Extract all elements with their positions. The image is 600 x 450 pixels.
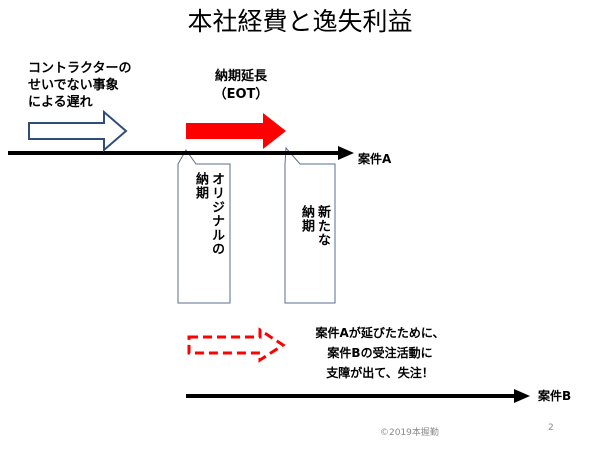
delay-arrow xyxy=(28,109,128,153)
timeline-a-arrowhead xyxy=(338,146,354,160)
contractor-delay-text: コントラクターの せいでない事象 による遅れ xyxy=(28,61,132,110)
original-deadline-text: オリジナルの 納期 xyxy=(193,172,224,256)
impact-note: 案件Aが延びたために、 案件Bの受注活動に 支障が出て、失注！ xyxy=(315,326,445,380)
eot-note: 納期延長 （EOT） xyxy=(186,68,296,104)
original-deadline-callout xyxy=(177,149,231,304)
slide-title: 本社経費と逸失利益 xyxy=(187,7,413,36)
new-deadline-callout xyxy=(284,146,336,304)
project-b-label: 案件B xyxy=(538,389,572,403)
timeline-b-arrowhead xyxy=(514,389,530,403)
copyright: ©2019本握勤 xyxy=(380,428,439,438)
eot-arrow xyxy=(186,113,286,149)
eot-text: 納期延長 （EOT） xyxy=(213,69,269,102)
dashed-arrow xyxy=(187,327,286,363)
contractor-delay-note: コントラクターの せいでない事象 による遅れ xyxy=(28,60,178,111)
new-deadline-text: 新たな 納期 xyxy=(299,205,330,247)
project-a-label: 案件A xyxy=(358,152,392,166)
page-number: 2 xyxy=(548,423,554,433)
